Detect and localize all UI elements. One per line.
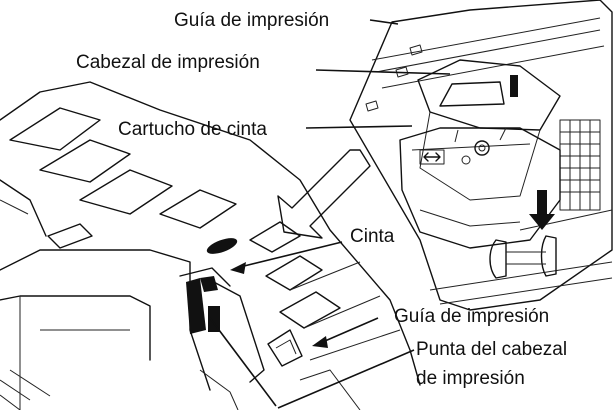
ribbon-element (186, 278, 206, 334)
label-cabezal-impresion: Cabezal de impresión (76, 52, 260, 73)
label-punta-de-impresion: de impresión (416, 368, 525, 389)
label-cartucho-cinta: Cartucho de cinta (118, 119, 267, 140)
label-guia-impresion-top: Guía de impresión (174, 10, 329, 31)
leader-lines (209, 19, 451, 409)
tractor-left (365, 44, 423, 112)
zoom-arrow-icon (277, 149, 371, 239)
label-cinta: Cinta (350, 226, 395, 247)
printer-overview-illustration (349, 0, 613, 311)
label-guia-impresion-bottom: Guía de impresión (394, 306, 549, 327)
down-arrow-icon (529, 190, 555, 230)
printhead-closeup-illustration (0, 81, 421, 410)
tractor-hatch (559, 119, 601, 211)
print-head-shape (417, 59, 561, 201)
printhead-tip (208, 306, 220, 332)
label-punta-cabezal: Punta del cabezal (416, 339, 567, 360)
